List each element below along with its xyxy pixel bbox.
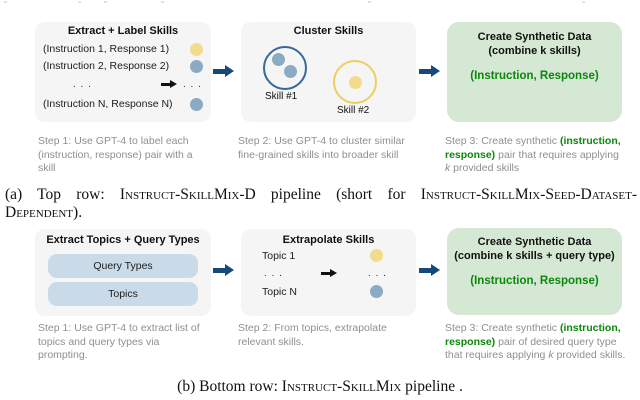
topic-row: Topic N — [262, 286, 298, 298]
top-crop-artifact — [104, 1, 107, 3]
skill-dot-blue — [272, 53, 285, 66]
ellipsis: . . . — [183, 79, 202, 90]
query-types-pill: Query Types — [48, 254, 198, 278]
step-text: pair that requires applying — [495, 148, 619, 161]
skill-dot-blue — [190, 60, 203, 73]
step-text: Step 2: From topics, extrapolate relevan… — [238, 322, 387, 348]
step-text: Step 1: Use GPT-4 to label each (instruc… — [38, 135, 193, 174]
step-text: Step 3: Create synthetic — [445, 135, 560, 147]
caption-a: (a) Top row: Instruct-SkillMix-D pipelin… — [5, 186, 637, 221]
topic-row: Topic 1 — [262, 250, 296, 262]
pipeline-arrow-icon — [213, 264, 234, 276]
cluster-label: Skill #2 — [337, 105, 370, 116]
box-title: Extract Topics + Query Types — [46, 234, 200, 246]
caption-text: ). — [73, 203, 83, 221]
box-title: Extract + Label Skills — [67, 25, 179, 37]
cluster-circle-blue — [263, 46, 307, 90]
box-subtitle: (combine k skills + query type) — [454, 250, 615, 262]
caption-a-line1: (a) Top row: Instruct-SkillMix-D pipelin… — [5, 186, 637, 204]
step1-caption: Step 1: Use GPT-4 to label each (instruc… — [38, 135, 210, 176]
cluster-circle-yellow — [333, 60, 377, 104]
instruction-pair-row: (Instruction 1, Response 1) — [43, 43, 170, 55]
ellipsis: . . . — [368, 268, 387, 279]
caption-smallcaps: Dependent — [5, 203, 74, 221]
extract-topics-box: Extract Topics + Query Types Query Types… — [35, 229, 211, 316]
cluster-skills-box: Cluster Skills Skill #1 Skill #2 — [241, 22, 416, 122]
topics-pill: Topics — [48, 282, 198, 306]
box-title: Create Synthetic Data — [477, 236, 592, 248]
instruction-pair-row: (Instruction 2, Response 2) — [43, 60, 170, 72]
step-text: Step 3: Create synthetic — [445, 322, 560, 334]
step-text-green: (instruction, response) — [445, 322, 621, 348]
caption-smallcaps: Instruct-SkillMix-Seed-Dataset- — [420, 186, 637, 203]
caption-text: (a) Top row: — [5, 186, 120, 203]
caption-text: (b) Bottom row: — [177, 378, 282, 395]
output-pair-label: (Instruction, Response) — [470, 70, 599, 82]
create-synthetic-data-box: Create Synthetic Data (combine k skills … — [447, 228, 622, 315]
top-crop-artifact — [582, 1, 585, 3]
skill-dot-yellow — [370, 249, 383, 262]
box-title: Extrapolate Skills — [282, 234, 375, 246]
step-text: Step 2: Use GPT-4 to cluster similar fin… — [238, 135, 405, 161]
extract-label-skills-box: Extract + Label Skills (Instruction 1, R… — [35, 22, 211, 122]
caption-text: pipeline . — [401, 378, 463, 395]
skill-dot-blue — [284, 65, 297, 78]
step3-caption: Step 3: Create synthetic (instruction, r… — [445, 322, 627, 363]
box-title: Create Synthetic Data — [477, 31, 592, 43]
caption-text: pipeline (short for — [255, 186, 421, 203]
cluster-label: Skill #1 — [265, 91, 298, 102]
top-crop-artifact — [161, 1, 164, 3]
step-text: provided skills. — [553, 349, 626, 361]
pipeline-arrow-icon — [213, 65, 234, 77]
top-crop-artifact — [368, 1, 371, 3]
skill-dot-blue — [190, 98, 203, 111]
create-synthetic-data-box: Create Synthetic Data (combine k skills)… — [447, 22, 622, 122]
step-text: pair of desired query type that requires… — [445, 335, 617, 362]
skill-dot-yellow — [348, 75, 362, 89]
instruction-pair-row: (Instruction N, Response N) — [43, 98, 173, 110]
top-crop-artifact — [78, 1, 81, 3]
step-text: provided skills — [450, 162, 520, 174]
extrapolate-skills-box: Extrapolate Skills Topic 1 . . . . . . T… — [241, 229, 416, 316]
map-arrow-icon — [161, 80, 177, 88]
step-text: Step 1: Use GPT-4 to extract list of top… — [38, 322, 200, 361]
box-title: Cluster Skills — [293, 25, 364, 37]
step3-caption: Step 3: Create synthetic (instruction, r… — [445, 135, 625, 176]
caption-smallcaps: Instruct-SkillMix-D — [119, 186, 256, 203]
box-subtitle: (combine k skills) — [488, 45, 581, 57]
caption-smallcaps: Instruct-SkillMix — [281, 378, 402, 395]
step2-caption: Step 2: From topics, extrapolate relevan… — [238, 322, 418, 349]
step-text-green: (instruction, response) — [445, 135, 621, 161]
map-arrow-icon — [321, 269, 337, 277]
pipeline-arrow-icon — [419, 65, 440, 77]
skill-dot-blue — [370, 285, 383, 298]
caption-a-line2: Dependent). — [5, 204, 637, 222]
pipeline-arrow-icon — [419, 264, 440, 276]
step2-caption: Step 2: Use GPT-4 to cluster similar fin… — [238, 135, 423, 162]
step-text-italic: k — [548, 349, 554, 361]
caption-b: (b) Bottom row: Instruct-SkillMix pipeli… — [0, 378, 640, 396]
output-pair-label: (Instruction, Response) — [470, 275, 599, 287]
step-text-italic: k — [445, 162, 451, 174]
skill-dot-yellow — [190, 43, 203, 56]
step1-caption: Step 1: Use GPT-4 to extract list of top… — [38, 322, 210, 363]
top-crop-artifact — [4, 1, 7, 3]
ellipsis: . . . — [73, 79, 92, 90]
ellipsis: . . . — [264, 268, 283, 279]
